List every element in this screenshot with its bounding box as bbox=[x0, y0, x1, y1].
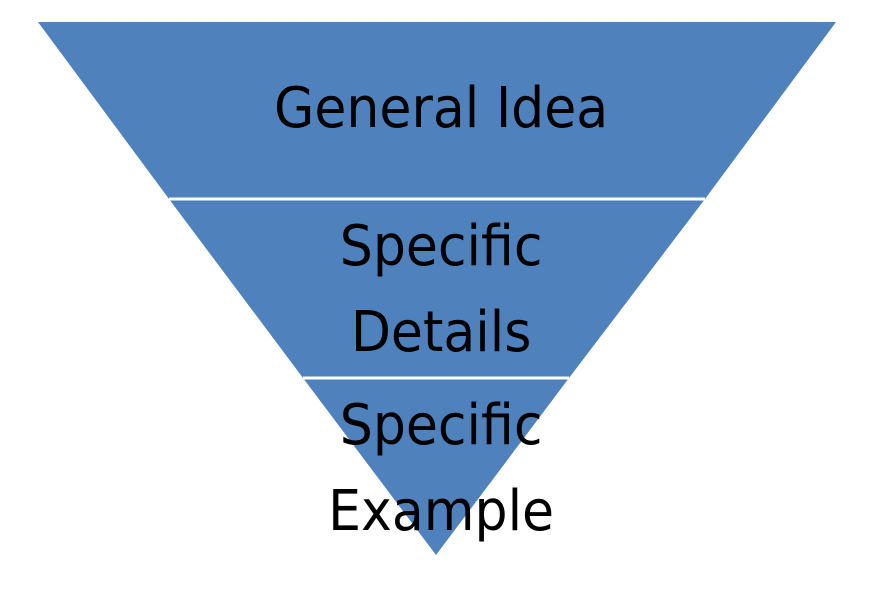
label-specific-example-line-1: Specific bbox=[339, 393, 543, 458]
label-specific-example: Specific Example bbox=[31, 383, 852, 555]
label-specific-example-line-2: Example bbox=[328, 479, 555, 544]
funnel-level-specific-details bbox=[169, 199, 705, 378]
label-general-idea: General Idea bbox=[31, 66, 852, 152]
label-specific-details: Specific Details bbox=[31, 204, 852, 376]
funnel-level-general-idea bbox=[38, 22, 836, 199]
label-general-idea-line-1: General Idea bbox=[274, 76, 609, 141]
label-specific-details-line-1: Specific bbox=[339, 214, 543, 279]
label-specific-details-line-2: Details bbox=[350, 300, 532, 365]
funnel-level-specific-example bbox=[303, 378, 569, 555]
